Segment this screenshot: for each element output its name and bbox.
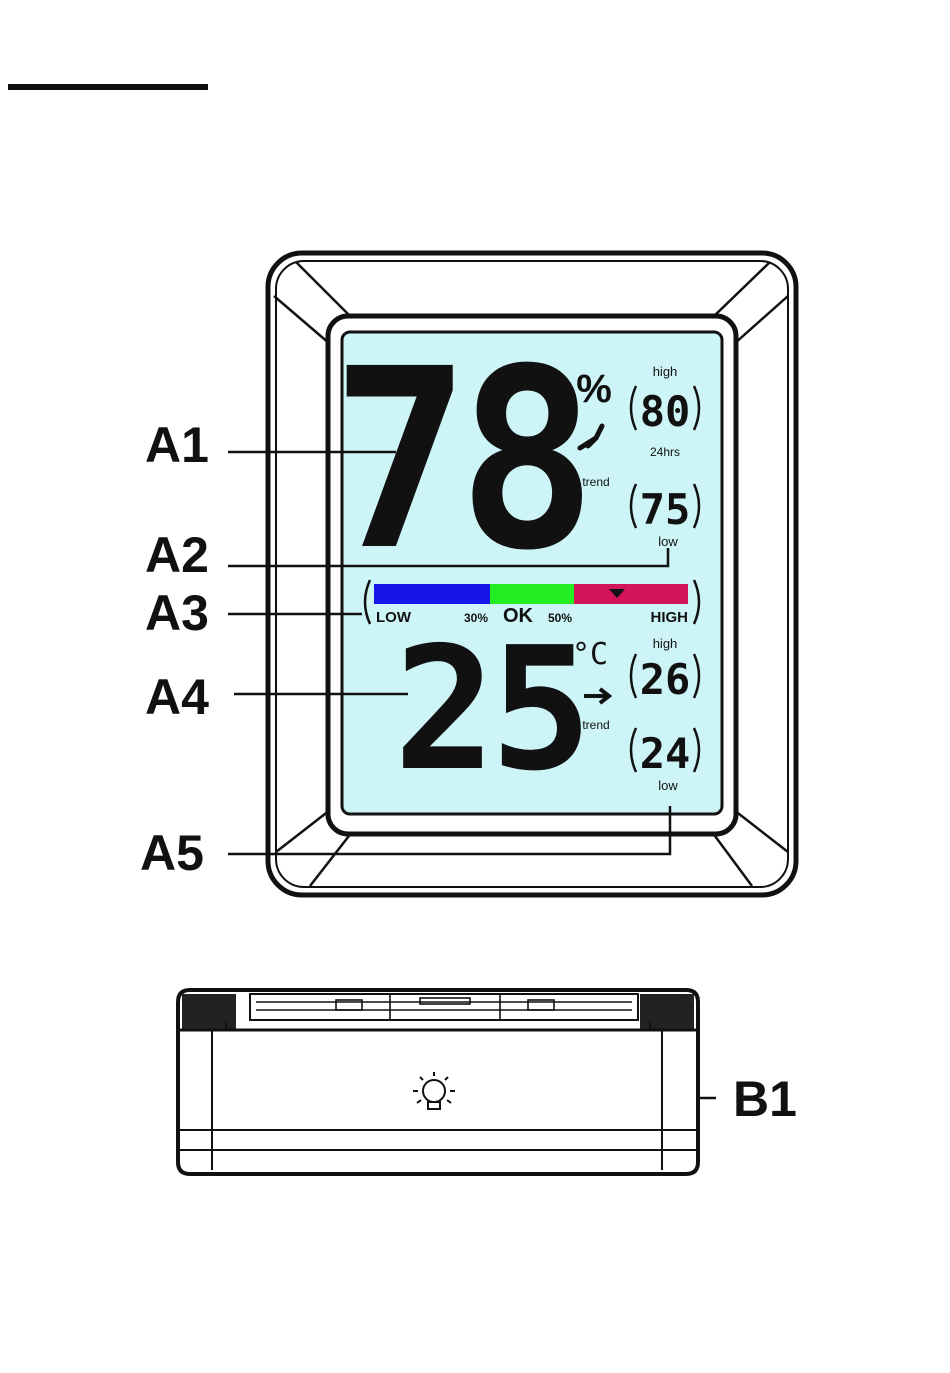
humidity-trend-label: trend bbox=[582, 475, 609, 489]
device-front-view: 78 % trend high 80 24hrs 75 low LOW 30% … bbox=[268, 253, 796, 895]
device-top-view bbox=[178, 990, 698, 1174]
humidity-unit: % bbox=[576, 367, 612, 411]
humidity-low-value: 75 bbox=[640, 485, 691, 534]
temperature-unit: °C bbox=[572, 637, 608, 672]
humidity-low-label: low bbox=[658, 534, 678, 549]
comfort-bar-high bbox=[574, 584, 688, 604]
temperature-high-label: high bbox=[653, 636, 678, 651]
top-right-pad bbox=[640, 994, 694, 1030]
temperature-high-value: 26 bbox=[640, 655, 691, 704]
temperature-value: 25 bbox=[394, 611, 587, 809]
temperature-low-label: low bbox=[658, 778, 678, 793]
humidity-high-label: high bbox=[653, 364, 678, 379]
humidity-value: 78 bbox=[332, 317, 585, 605]
comfort-bar-low bbox=[374, 584, 490, 604]
top-left-pad bbox=[182, 994, 236, 1030]
temperature-low-value: 24 bbox=[640, 729, 691, 778]
comfort-high-label: HIGH bbox=[651, 609, 689, 626]
humidity-high-value: 80 bbox=[640, 387, 691, 436]
temperature-trend-label: trend bbox=[582, 718, 609, 732]
comfort-bar-ok bbox=[490, 584, 574, 604]
period-label: 24hrs bbox=[650, 445, 680, 459]
